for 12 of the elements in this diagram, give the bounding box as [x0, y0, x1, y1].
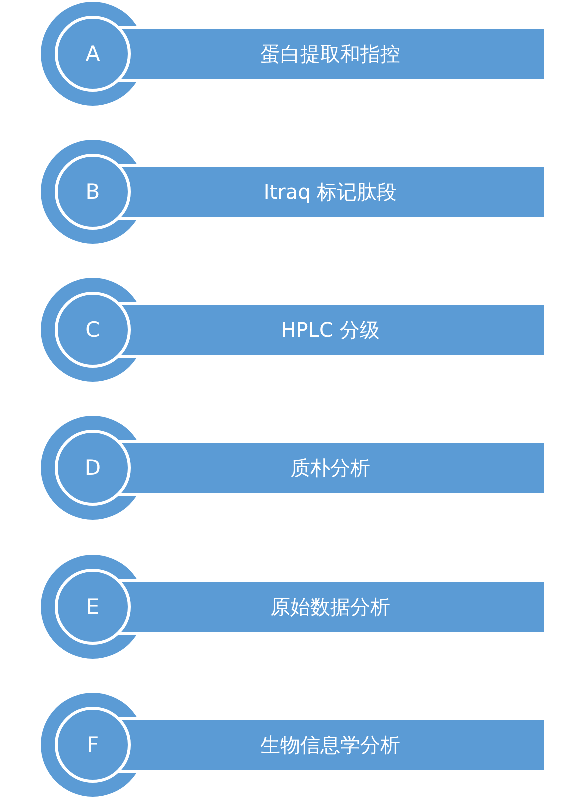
step-bar: Itraq 标记肽段 — [145, 164, 547, 220]
step-bar: 原始数据分析 — [145, 579, 547, 635]
step-letter: C — [86, 320, 100, 340]
step-bar: 蛋白提取和指控 — [145, 26, 547, 82]
step-letter: E — [86, 596, 100, 618]
step-letter: F — [86, 734, 100, 756]
step-letter: B — [86, 182, 100, 202]
step-bar: 质朴分析 — [145, 440, 547, 496]
step-letter: A — [86, 44, 100, 64]
step-bar: 生物信息学分析 — [145, 717, 547, 773]
step-bar: HPLC 分级 — [145, 302, 547, 358]
step-letter: D — [84, 458, 102, 478]
